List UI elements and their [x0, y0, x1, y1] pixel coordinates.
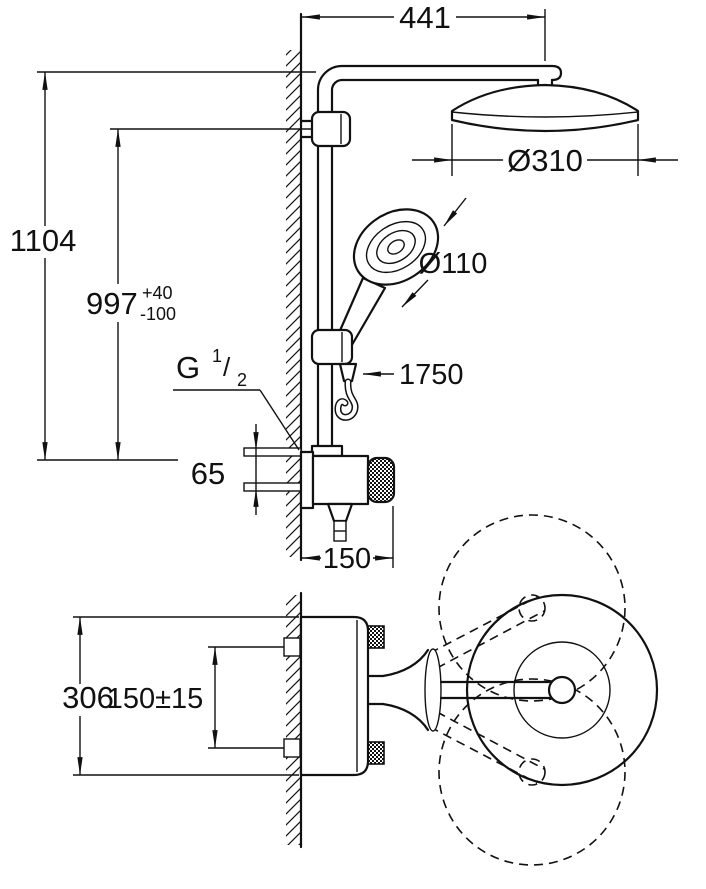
head-shower-swivel-positions [429, 514, 626, 866]
dim-150-label: 150 [323, 543, 371, 575]
valve-collar [310, 444, 344, 458]
dim-65-label: 65 [191, 456, 225, 491]
thread-numerator: 1 [212, 346, 222, 366]
supply-connections-top-view [283, 637, 301, 758]
dim-441-label: 441 [399, 0, 451, 35]
hose-outlet [326, 502, 354, 542]
thread-slash: / [223, 352, 231, 382]
valve-wall-flange [299, 450, 315, 510]
dimension-hose-length: 1750 [362, 359, 464, 391]
dimension-hand-shower-diameter: Ø110 [401, 197, 488, 308]
thread-letter: G [176, 350, 200, 385]
shower-hose [334, 378, 359, 421]
wall-hatch-top [286, 50, 301, 557]
wall-section-bottom [286, 591, 303, 849]
dim-306-label: 306 [62, 680, 114, 715]
dim-110-label: Ø110 [419, 248, 488, 280]
head-shower-top-view [465, 593, 659, 787]
hand-shower-holder [310, 328, 358, 383]
rail-mount [299, 110, 352, 148]
valve-knob-top [367, 625, 385, 649]
valve-body [311, 454, 370, 506]
wall-hatch-bottom [286, 595, 301, 845]
valve-knob-bottom [367, 741, 385, 765]
dim-997-label: 997 [86, 286, 138, 321]
thermostat-valve [299, 444, 396, 510]
valve-top-view [299, 615, 385, 777]
hose-connector [338, 362, 358, 383]
dimension-wall-to-head: 441 [301, 0, 546, 61]
dimension-valve-width: 306 [58, 616, 299, 776]
dimension-rail-height: 997 +40 -100 [82, 128, 320, 461]
shower-arm-top-view [366, 648, 564, 732]
dim-150-15-label: 150±15 [107, 683, 204, 715]
valve-knob [366, 456, 396, 504]
head-shower [450, 83, 640, 133]
dim-1104-label: 1104 [10, 223, 77, 258]
dim-1750-label: 1750 [399, 359, 464, 391]
dimension-supply-spacing: 150±15 [107, 646, 292, 749]
dimension-total-height: 1104 [6, 71, 316, 461]
dim-997-tol-plus: +40 [142, 283, 173, 303]
wall-section-top [286, 12, 303, 562]
dimension-valve-projection: 150 [301, 506, 394, 575]
thread-label: G 1 / 2 [173, 346, 300, 451]
dim-997-tol-minus: -100 [140, 304, 176, 324]
dimension-head-diameter: Ø310 [412, 124, 678, 178]
dim-310-label: Ø310 [507, 143, 583, 178]
dimension-inlet-offset: 65 [191, 424, 259, 515]
thread-denominator: 2 [237, 370, 247, 390]
